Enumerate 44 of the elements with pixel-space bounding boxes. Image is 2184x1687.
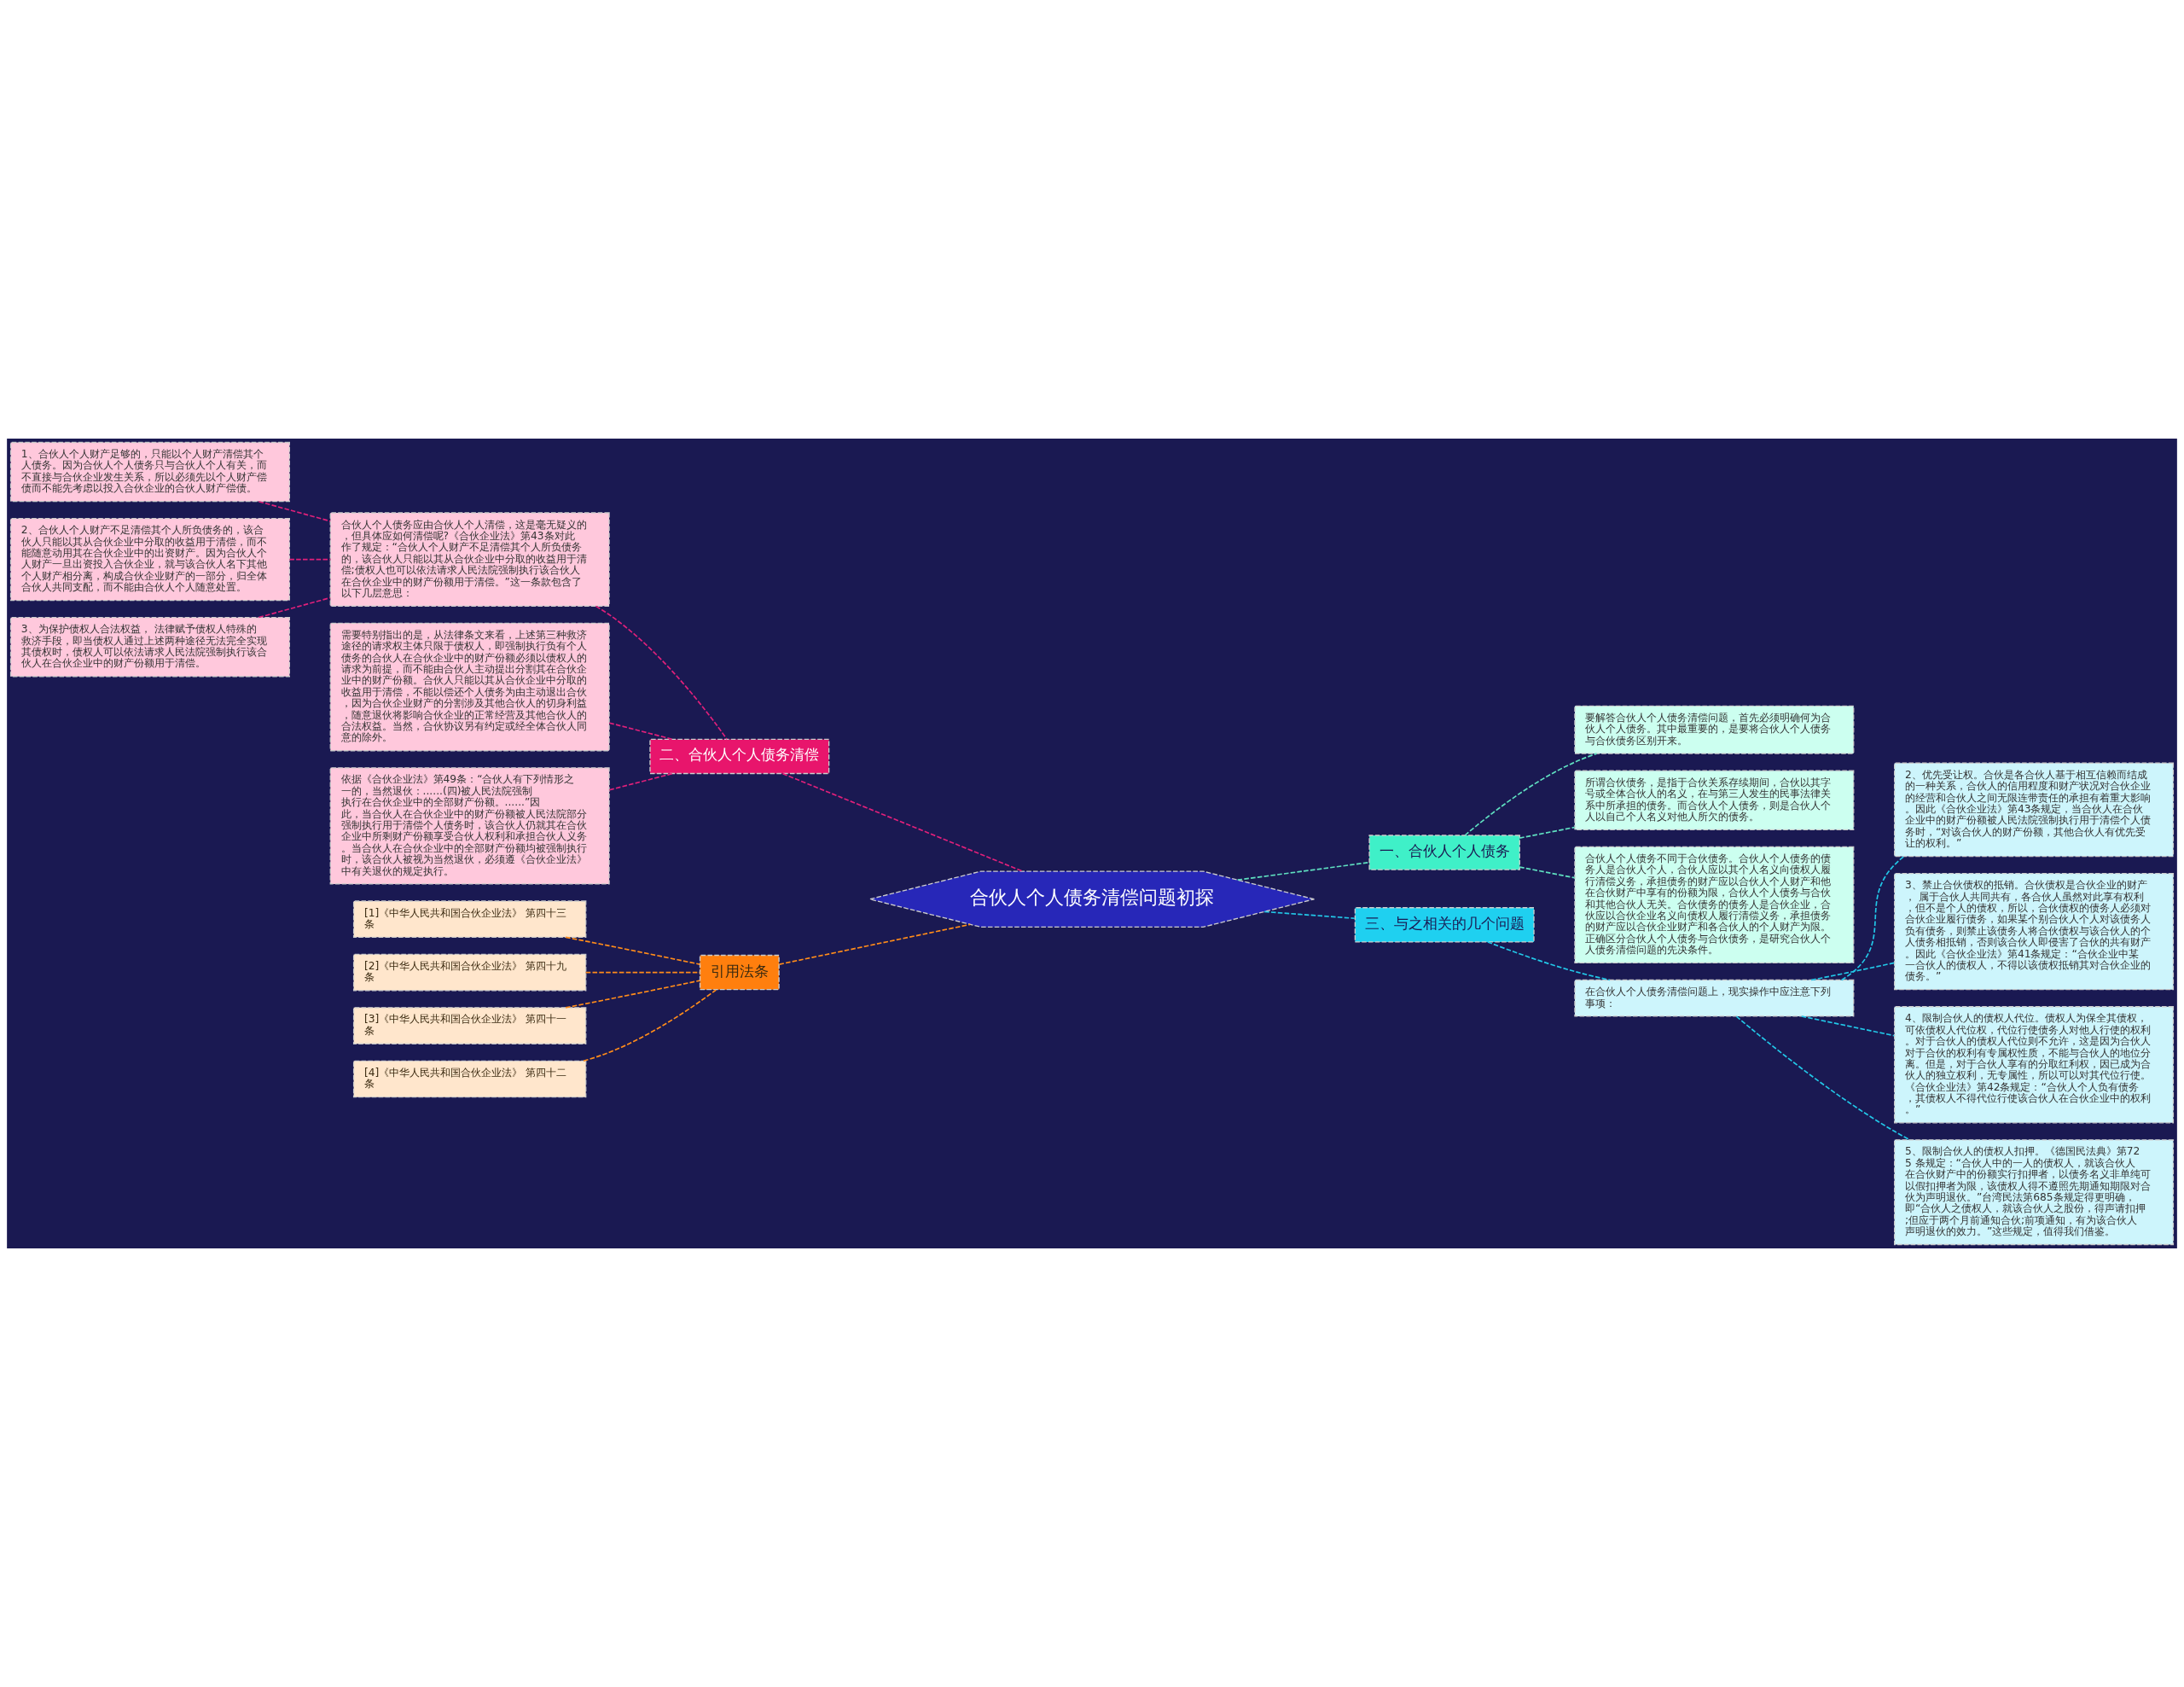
node-box: 2、合伙人个人财产不足清偿其个人所负债务的，该合伙人只能以其从合伙企业中分取的收益用于清偿，而不能随意动用其在合伙企业中的出资财产。因为合伙人个人财产一旦出资投入合伙企业，就与该合伙人名下其他个人财产相分离，构成合伙企业财产的一部分，归全体合伙人共同支配，而不能由合伙人个人随意处置。 bbox=[9, 518, 290, 602]
node-box: 5、限制合伙人的债权人扣押。《德国民法典》第725 条规定：“合伙人中的一人的债权人，就该合伙人在合伙财产中的份额实行扣押者，以债务名义非单纯可以假扣押者为限，该债权人得不遵照先期通知期限对合伙为声明退伙。”台湾民法第685条规定得更明确，即“合伙人之债权人，就该合伙人之股份，得声请扣押;但应于两个月前通知合伙;前项通知，有为该合伙人声明退伙的效力。”这些规定，值得我们借鉴。 bbox=[1894, 1139, 2175, 1246]
connector bbox=[1519, 826, 1576, 839]
connector bbox=[1519, 866, 1576, 879]
node-box: 3、为保护债权人合法权益， 法律赋予债权人特殊的救济手段，即当债权人通过上述两种途径无法完全实现其债权时，债权人可以依法请求人民法院强制执行该合伙人在合伙企业中的财产份额用于清偿。 bbox=[9, 617, 290, 678]
node-box: 合伙人个人债务不同于合伙债务。合伙人个人债务的债务人是合伙人个人，合伙人应以其个人名义向债权人履行清偿义务，承担债务的财产应以合伙人个人财产和他在合伙财产中享有的份额为限，合伙人个人债务与合伙和其他合伙人无关。合伙债务的债务人是合伙企业，合伙应以合伙企业名义向债权人履行清偿义务，承担债务的财产应以合伙企业财产和各合伙人的个人财产为限。正确区分合伙人个人债务与合伙债务，是研究合伙人个人债务清偿问题的先决条件。 bbox=[1574, 846, 1855, 964]
connector bbox=[258, 500, 331, 522]
node-box: 所谓合伙债务，是指于合伙关系存续期间，合伙以其字号或全体合伙人的名义，在与第三人发生的民事法律关系中所承担的债务。而合伙人个人债务，则是合伙人个人以自己个人名义对他人所欠的债务。 bbox=[1574, 770, 1855, 830]
connector bbox=[258, 596, 331, 619]
connector bbox=[1236, 861, 1370, 881]
connector bbox=[595, 605, 728, 741]
connector bbox=[608, 722, 673, 741]
connector bbox=[1840, 855, 1905, 981]
node-box: 二、合伙人个人债务清偿 bbox=[649, 738, 830, 775]
connector bbox=[288, 558, 332, 561]
connector bbox=[1810, 962, 1896, 981]
node-box: 2、优先受让权。合伙是各合伙人基于相互信赖而结成的一种关系，合伙人的信用程度和财产状况对合伙企业的经营和合伙人之间无限连带责任的承担有着重大影响。因此《合伙企业法》第43条规定，当合伙人在合伙企业中的财产份额被人民法院强制执行用于清偿个人债务时，“对该合伙人的财产份额，其他合伙人有优先受让的权利。” bbox=[1894, 762, 2175, 858]
node-box: [4]《中华人民共和国合伙企业法》 第四十二条 bbox=[352, 1060, 587, 1098]
connector bbox=[1800, 1015, 1896, 1037]
node-box: [3]《中华人民共和国合伙企业法》 第四十一条 bbox=[352, 1007, 587, 1044]
node-box: [1]《中华人民共和国合伙企业法》 第四十三条 bbox=[352, 900, 587, 938]
node-box: 需要特别指出的是，从法律条文来看，上述第三种救济途径的请求权主体只限于债权人，即强制执行负有个人债务的合伙人在合伙企业中的财产份额必须以债权人的请求为前提，而不能由合伙人主动提出分割其在合伙企业中的财产份额。合伙人只能以其从合伙企业中分取的收益用于清偿，不能以偿还个人债务为由主动退出合伙，因为合伙企业财产的分割涉及其他合伙人的切身利益，随意退伙将影响合伙企业的正常经营及其他合伙人的合法权益。当然，合伙协议另有约定或经全体合伙人同意的除外。 bbox=[329, 622, 610, 752]
node-box: [2]《中华人民共和国合伙企业法》 第四十九条 bbox=[352, 953, 587, 992]
node-box: 4、限制合伙人的债权人代位。债权人为保全其债权，可依债权人代位权，代位行使债务人对他人行使的权利。对于合伙人的债权人代位则不允许，这是因为合伙人对于合伙的权利有专属权性质，不能与合伙人的地位分离。但是，对于合伙人享有的分取红利权，因已成为合伙人的独立权利，无专属性，所以可以对其代位行使。《合伙企业法》第42条规定：“合伙人个人负有债务，其债权人不得代位行使该合伙人在合伙企业中的权利。” bbox=[1894, 1006, 2175, 1124]
node-box: 要解答合伙人个人债务清偿问题，首先必须明确何为合伙人个人债务。其中最重要的，是要将合伙人个人债务与合伙债务区别开来。 bbox=[1574, 705, 1855, 754]
connector bbox=[1487, 941, 1611, 981]
connector bbox=[781, 772, 1024, 872]
node-box: 合伙人个人债务应由合伙人个人清偿，这是毫无疑义的，但具体应如何清偿呢?《合伙企业法》第43条对此作了规定：“合伙人个人财产不足清偿其个人所负债务的，该合伙人只能以其从合伙企业中分取的收益用于清偿;债权人也可以依法请求人民法院强制执行该合伙人在合伙企业中的财产份额用于清偿。”这一条款包含了以下几层意思： bbox=[329, 512, 610, 607]
node-box: 一、合伙人个人债务 bbox=[1368, 835, 1520, 870]
node-box: 1、合伙人个人财产足够的，只能以个人财产清偿其个人债务。因为合伙人个人债务只与合伙人个人有关，而不直接与合伙企业发生关系，所以必须先以个人财产偿债而不能先考虑以投入合伙企业的合伙人财产偿债。 bbox=[9, 441, 290, 503]
node-box: 3、禁止合伙债权的抵销。合伙债权是合伙企业的财产， 属于合伙人共同共有，各合伙人虽然对此享有权利，但不是个人的债权，所以，合伙债权的债务人必须对合伙企业履行债务，如果某个别合伙人个人对该债务人负有债务，则禁止该债务人将合伙债权与该合伙人的个人债务相抵销，否则该合伙人即侵害了合伙的共有财产。因此《合伙企业法》第41条规定：“合伙企业中某一合伙人的债权人，不得以该债权抵销其对合伙企业的债务。” bbox=[1894, 872, 2175, 991]
node-box: 引用法条 bbox=[699, 954, 780, 991]
connector bbox=[584, 971, 701, 974]
node-box: 依据《合伙企业法》第49条：“合伙人有下列情形之一的，当然退伙：......(四)被人民法院强制执行在合伙企业中的全部财产份额。......”因此，当合伙人在合伙企业中的财产份额被人民法院部分强制执行用于清偿个人债务时，该合伙人仍就其在合伙企业中所剩财产份额享受合伙人权利和承担合伙人义务。当合伙人在合伙企业中的全部财产份额均被强制执行时，该合伙人被视为当然退伙，必须遵《合伙企业法》中有关退伙的规定执行。 bbox=[329, 767, 610, 885]
connector bbox=[583, 989, 717, 1062]
connector bbox=[565, 980, 701, 1009]
connector bbox=[608, 772, 673, 791]
connector bbox=[1263, 910, 1356, 920]
connector bbox=[1464, 753, 1598, 836]
connector bbox=[778, 923, 972, 965]
connector bbox=[565, 936, 701, 965]
node-box: 三、与之相关的几个问题 bbox=[1354, 907, 1535, 943]
node-box: 在合伙人个人债务清偿问题上，现实操作中应注意下列事项： bbox=[1574, 979, 1855, 1017]
connector bbox=[1735, 1015, 1911, 1141]
